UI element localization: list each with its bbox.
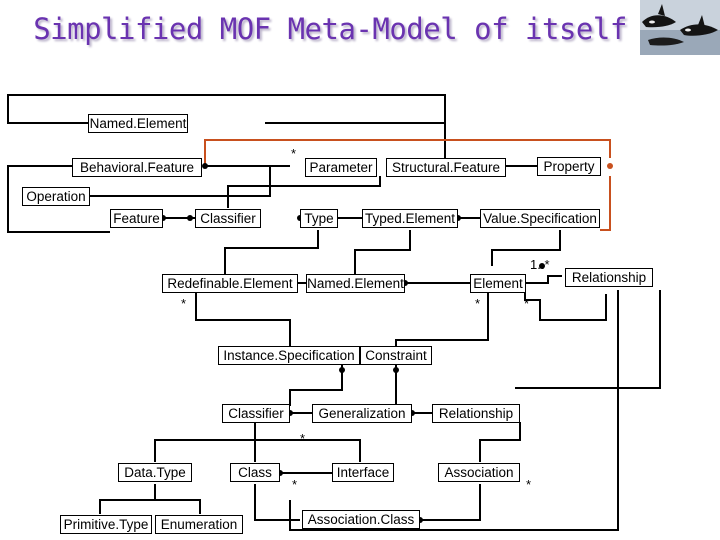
class-type[interactable]: Type — [300, 209, 338, 228]
class-classifier-low[interactable]: Classifier — [222, 404, 290, 423]
orca-photo — [640, 0, 720, 55]
multiplicity-generalization: * — [300, 431, 306, 446]
class-behavioral-feature[interactable]: Behavioral.Feature — [72, 158, 202, 177]
class-interface[interactable]: Interface — [332, 463, 394, 482]
class-property[interactable]: Property — [537, 157, 601, 176]
class-relationship-right[interactable]: Relationship — [565, 268, 653, 287]
class-operation[interactable]: Operation — [22, 187, 90, 206]
class-primitive-type[interactable]: Primitive.Type — [60, 515, 152, 534]
multiplicity-redefinable: * — [181, 296, 187, 311]
class-redefinable-element[interactable]: Redefinable.Element — [162, 274, 298, 293]
multiplicity-association: * — [526, 477, 532, 492]
class-element[interactable]: Element — [470, 274, 526, 293]
class-association-class[interactable]: Association.Class — [302, 510, 420, 529]
class-typed-element[interactable]: Typed.Element — [362, 209, 458, 228]
multiplicity-element-left: * — [475, 296, 481, 311]
class-value-specification[interactable]: Value.Specification — [480, 209, 600, 228]
multiplicity-class: * — [292, 477, 298, 492]
class-instance-specification[interactable]: Instance.Specification — [218, 346, 360, 365]
class-relationship-low[interactable]: Relationship — [432, 404, 520, 423]
multiplicity-element-one-many: 1..* — [530, 257, 550, 272]
class-generalization[interactable]: Generalization — [312, 404, 412, 423]
page-title: Simplified MOF Meta-Model of itself — [33, 12, 627, 46]
class-structural-feature[interactable]: Structural.Feature — [386, 158, 506, 177]
class-enumeration[interactable]: Enumeration — [155, 515, 243, 534]
class-feature[interactable]: Feature — [110, 209, 163, 228]
class-class[interactable]: Class — [230, 463, 280, 482]
orca-image — [640, 0, 720, 55]
multiplicity-element-right: * — [524, 296, 530, 311]
class-constraint[interactable]: Constraint — [360, 346, 432, 365]
class-classifier-mid[interactable]: Classifier — [195, 209, 261, 228]
class-named-element-top[interactable]: Named.Element — [88, 114, 188, 133]
class-association[interactable]: Association — [438, 463, 520, 482]
multiplicity-parameter: * — [291, 146, 297, 161]
class-data-type[interactable]: Data.Type — [118, 463, 192, 482]
class-named-element-mid[interactable]: Named.Element — [306, 274, 405, 293]
class-parameter[interactable]: Parameter — [305, 158, 377, 177]
